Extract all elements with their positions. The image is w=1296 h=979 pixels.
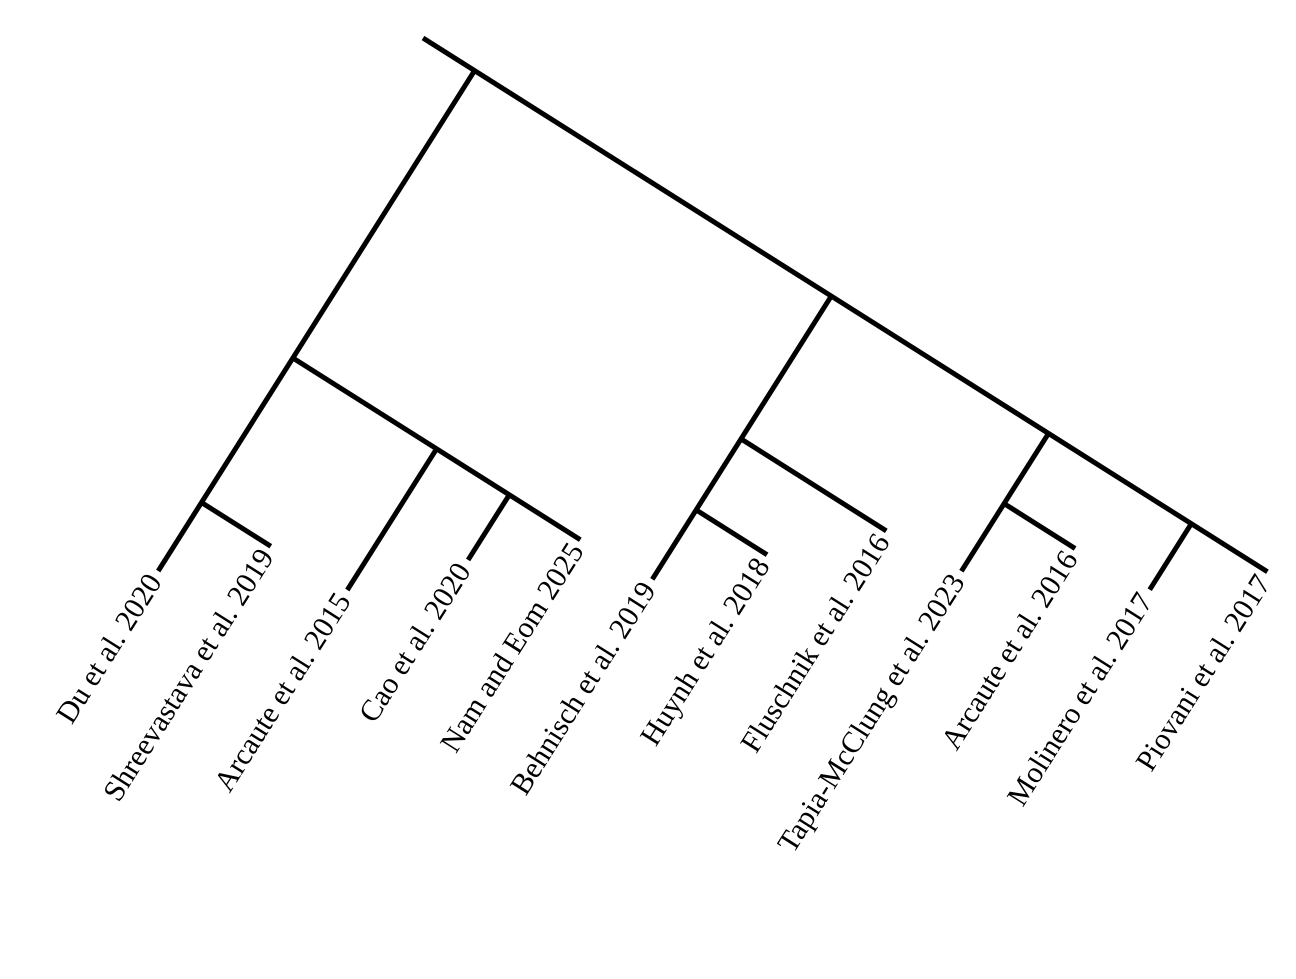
tree-edge-huynh-branch: [694, 507, 769, 557]
tree-edge-arcaute-2015-drop: [345, 447, 439, 592]
tree-edge-arcaute-2016-branch: [1002, 501, 1077, 551]
tree-edge-du-clade-trunk: [156, 69, 477, 573]
tree-edge-molinero-drop: [1147, 522, 1194, 592]
tree-edge-cao-drop: [465, 493, 512, 562]
tree-edge-shreevastava-branch: [200, 500, 273, 549]
tree-edge-root-spine: [421, 35, 1269, 574]
tree-edge-fluschnik-branch: [739, 436, 888, 534]
